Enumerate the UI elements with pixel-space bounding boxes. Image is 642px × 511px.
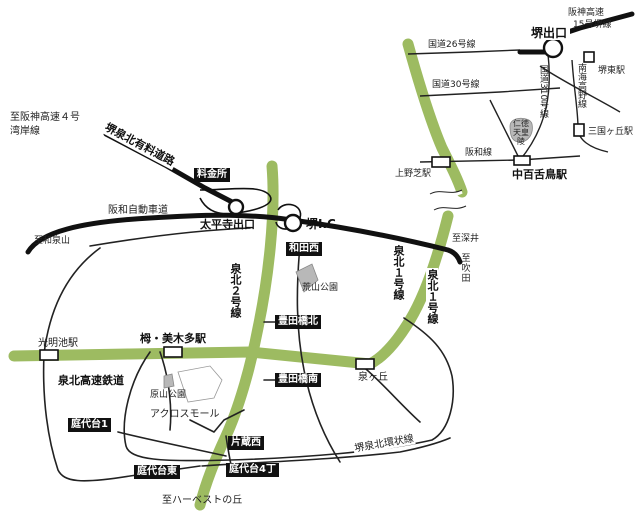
- nakamozu-station-marker: [513, 155, 531, 166]
- niwashirodai4-label: 庭代台4丁: [226, 463, 279, 477]
- across-mall-blocks: [177, 365, 223, 403]
- senboku1-label: 泉北１号線: [392, 244, 405, 301]
- sakai-ic-circle: [283, 213, 303, 233]
- kaminoshiba-station-label: 上野芝駅: [395, 169, 432, 179]
- sakai-ic-label: 堺I.C.: [306, 217, 341, 231]
- harayama-park-label: 原山公園: [150, 390, 187, 400]
- wadanishi-label: 和田西: [286, 242, 322, 256]
- to-fukida-label-1: 至: [461, 254, 471, 264]
- toyodabashi-kita-label: 豊田橋北: [275, 315, 321, 329]
- route310-label: 国道310号線: [538, 65, 548, 119]
- to-fukai-label: 至深井: [452, 234, 480, 244]
- map-break-outline: [429, 189, 467, 211]
- katakurunishi-label: 片蔵西: [228, 436, 264, 450]
- road-toyoda: [263, 321, 277, 381]
- road-mid: [159, 351, 172, 431]
- break-top-outline: [429, 189, 463, 195]
- hanwa-line-label: 阪和線: [465, 148, 493, 158]
- green-roads: [8, 38, 468, 511]
- rail-ring-ne: [539, 65, 621, 113]
- hanshin15-label: 阪神高速: [568, 8, 605, 18]
- ryokinsho-label: 料金所: [194, 168, 230, 182]
- green-road-senboku2: [194, 160, 279, 511]
- sakaihigashi-station-marker: [583, 51, 595, 63]
- senboku1-label-2: 泉北１号線: [426, 268, 439, 325]
- road-outer-west: [42, 247, 201, 482]
- nintoku-tomb-label: 仁徳 天皇陵: [510, 119, 532, 146]
- to-fukida-label-2: 吹: [461, 264, 471, 274]
- break-top: [429, 190, 463, 198]
- to-izumisano-label: 至和泉山: [34, 236, 71, 246]
- station-markers: [39, 51, 595, 370]
- loop-ryokinsho: [199, 187, 272, 215]
- road-route26: [407, 49, 521, 55]
- sakaihigashi-station-label: 堺東駅: [598, 66, 626, 76]
- nintoku-tomb-shape: [509, 117, 533, 143]
- across-mall-label: アクロスモール: [150, 409, 220, 420]
- komyoike-station-label: 光明池駅: [38, 338, 78, 349]
- map-break: [429, 190, 467, 210]
- road-outer-ring: [123, 317, 454, 462]
- road-misc-ne: [489, 99, 521, 161]
- road-across: [189, 409, 245, 433]
- senboku2-label: 泉北２号線: [229, 262, 242, 319]
- road-route310: [519, 53, 550, 161]
- sakai-exit-label: 堺出口: [528, 26, 571, 40]
- sakai-exit-circle: [542, 37, 564, 59]
- senboku-rapid-label: 泉北高速鉄道: [58, 374, 124, 387]
- komyoike-station-marker: [39, 349, 59, 361]
- taiheiji-exit-label: 太平寺出口: [200, 218, 255, 231]
- mikunigaoka-station-label: 三国ヶ丘駅: [588, 127, 634, 137]
- arayama-park-shape: [295, 263, 319, 293]
- green-road-railway: [8, 346, 376, 370]
- route30-label: 国道30号線: [432, 80, 480, 90]
- road-route30: [419, 87, 561, 97]
- kaminoshiba-station-marker: [431, 156, 451, 168]
- niwashirodai-higashi-label: 庭代台東: [134, 465, 180, 479]
- hanwa-expressway-label: 阪和自動車道: [108, 205, 168, 216]
- toyodabashi-minami-label: 豊田橋南: [275, 373, 321, 387]
- road-niwashiro: [117, 431, 227, 457]
- nankai-koya-label: 南海高野線: [576, 63, 586, 108]
- route26-label: 国道26号線: [428, 40, 476, 50]
- to-hanshin4-label-2: 湾岸線: [10, 126, 40, 137]
- parks: [163, 117, 533, 403]
- arayama-park-label: 荒山公園: [302, 283, 339, 293]
- green-road-north: [402, 38, 468, 198]
- taiheiji-circle: [227, 198, 245, 216]
- harayama-park-shape: [163, 373, 175, 389]
- break-bottom: [433, 202, 467, 210]
- toga-mikita-station-label: 栂・美木多駅: [140, 332, 206, 345]
- niwashirodai1-label: 庭代台1: [68, 418, 111, 432]
- to-fukida-label-3: 田: [461, 274, 471, 284]
- izumigaoka-label: 泉ヶ丘: [358, 372, 388, 383]
- road-top-west: [89, 227, 251, 247]
- green-road-senboku1: [364, 210, 454, 370]
- nintoku-tomb-label-1: 仁徳: [513, 119, 529, 128]
- break-bottom-outline: [433, 205, 467, 211]
- izumigaoka-station-marker: [355, 358, 375, 370]
- hanshin15-label-2: 15号堺線: [573, 20, 612, 30]
- to-hanshin4-label: 至阪神高速４号: [10, 112, 80, 123]
- to-harvest-label: 至ハーベストの丘: [162, 495, 243, 506]
- road-wadanishi: [296, 244, 341, 463]
- interchange-circles: [227, 37, 564, 233]
- nakamozu-station-label: 中百舌鳥駅: [512, 168, 567, 181]
- mikunigaoka-station-marker: [573, 123, 585, 137]
- toga-station-marker: [163, 346, 183, 358]
- nintoku-tomb-label-2: 天皇陵: [513, 128, 529, 146]
- to-fukida-label: 至 吹 田: [460, 254, 472, 284]
